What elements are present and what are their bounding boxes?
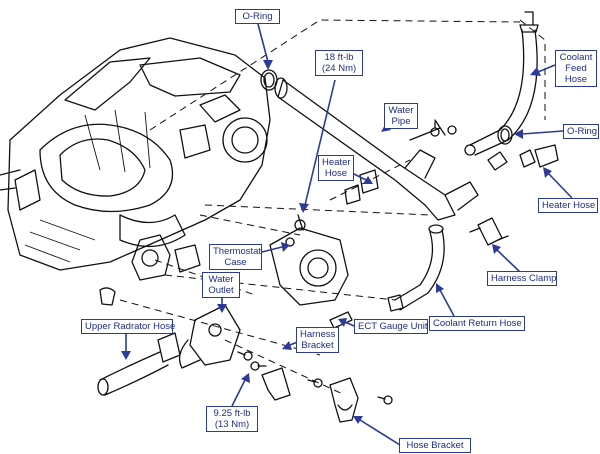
heater-hose-left-label: Heater Hose	[318, 155, 354, 181]
thermostat-case-part	[269, 214, 349, 306]
coolant-feed-hose-line-3: Hose	[564, 74, 588, 85]
water-outlet-line-1: Water	[208, 274, 234, 285]
ect-gauge-unit-label: ECT Gauge Unit	[354, 319, 428, 334]
thermostat-case-line-1: Thermostat	[213, 246, 262, 257]
thermostat-case-line-2: Case	[224, 257, 247, 268]
heater-hose-left-line-2: Hose	[324, 168, 348, 179]
water-outlet-line-2: Outlet	[208, 285, 234, 296]
water-pipe-line-2: Pipe	[391, 116, 411, 127]
hose-bracket-part	[329, 377, 359, 423]
upper-radiator-hose-part	[97, 332, 181, 396]
upper-radiator-hose-label: Upper Radrator Hose	[81, 319, 176, 334]
right-side-parts	[487, 125, 559, 171]
coolant-return-hose-part	[387, 224, 445, 312]
harness-bracket-label: Harness Bracket	[296, 327, 339, 353]
upper-radiator-hose-label-text: Upper Radrator Hose	[85, 321, 176, 332]
o-ring-top-label: O-Ring	[235, 9, 280, 24]
ect-gauge-unit-label-text: ECT Gauge Unit	[358, 321, 428, 332]
o-ring-right-label-text: O-Ring	[567, 126, 598, 137]
harness-bracket-part	[261, 367, 291, 401]
heater-hose-right-label: Heater Hose	[538, 198, 598, 213]
coolant-feed-hose-label: Coolant Feed Hose	[555, 50, 597, 87]
hose-bracket-label-text: Hose Bracket	[406, 440, 464, 451]
torque-9-label: 9.25 ft-lb (13 Nm)	[206, 406, 258, 432]
engine-block-drawing	[0, 37, 271, 306]
ect-gauge-unit-part	[329, 311, 353, 329]
water-pipe-line-1: Water	[388, 105, 414, 116]
o-ring-right-label: O-Ring	[563, 124, 599, 139]
torque-18-line-1: 18 ft-lb	[324, 52, 354, 63]
torque-18-line-2: (24 Nm)	[321, 63, 357, 74]
harness-clamp-part	[469, 217, 509, 246]
water-outlet-part	[178, 304, 241, 369]
o-ring-top-label-text: O-Ring	[242, 11, 273, 22]
heater-hose-left-part	[344, 169, 379, 205]
water-pipe-label: Water Pipe	[384, 103, 418, 129]
coolant-feed-hose-line-2: Feed	[565, 63, 587, 74]
bolts	[237, 121, 440, 405]
heater-hose-right-label-text: Heater Hose	[542, 200, 596, 211]
coolant-feed-hose-line-1: Coolant	[559, 52, 593, 63]
heater-hose-left-line-1: Heater	[322, 157, 351, 168]
harness-bracket-line-2: Bracket	[301, 340, 334, 351]
coolant-feed-hose-part	[447, 11, 539, 156]
harness-clamp-label: Harness Clamp	[487, 271, 557, 286]
harness-clamp-label-text: Harness Clamp	[491, 273, 557, 284]
coolant-return-hose-label-text: Coolant Return Hose	[433, 318, 522, 329]
leader-lines	[121, 23, 573, 446]
torque-9-line-2: (13 Nm)	[214, 419, 250, 430]
torque-9-line-1: 9.25 ft-lb	[213, 408, 251, 419]
torque-18-label: 18 ft-lb (24 Nm)	[315, 50, 363, 76]
harness-bracket-line-1: Harness	[300, 329, 336, 340]
water-outlet-label: Water Outlet	[202, 272, 240, 298]
water-pipe-part	[274, 77, 479, 221]
thermostat-case-label: Thermostat Case	[209, 244, 262, 270]
hose-bracket-label: Hose Bracket	[399, 438, 471, 453]
coolant-return-hose-label: Coolant Return Hose	[429, 316, 525, 331]
